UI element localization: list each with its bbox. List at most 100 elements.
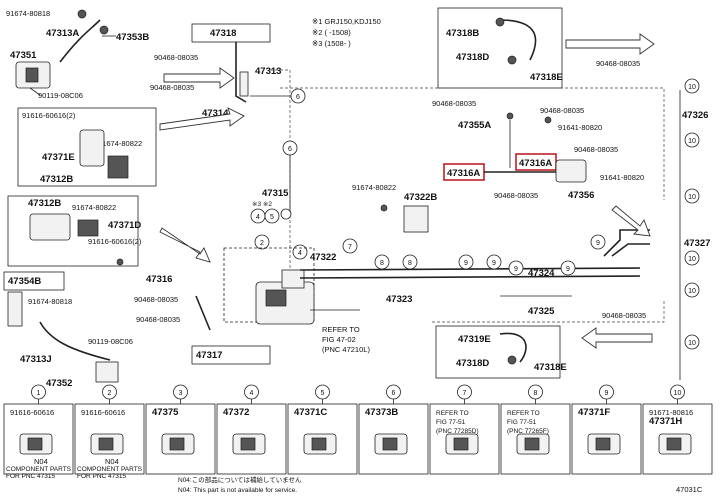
- svg-text:9: 9: [514, 266, 518, 273]
- svg-text:6: 6: [288, 146, 292, 153]
- label-91674-80818-b[interactable]: 91674-80818: [28, 297, 72, 306]
- label-47323[interactable]: 47323: [386, 294, 412, 305]
- legend-foot-2-1: COMPONENT PARTS: [77, 466, 143, 473]
- legend-text-8-0: REFER TO: [507, 410, 540, 417]
- legend-part-detail-2: [98, 437, 114, 451]
- label-91616-60616-b[interactable]: 91616-60616(2): [88, 237, 142, 246]
- label-47354B[interactable]: 47354B: [8, 276, 41, 287]
- label-47312B[interactable]: 47312B: [40, 174, 73, 185]
- label-47356[interactable]: 47356: [568, 190, 594, 201]
- svg-text:9: 9: [596, 240, 600, 247]
- svg-text:4: 4: [298, 250, 302, 257]
- label-90468-08035-j[interactable]: 90468-08035: [602, 311, 646, 320]
- group-47371E: 91616-60616(2) 91674-80822 47371E 47312B: [17, 107, 157, 187]
- label-91641-80820-a[interactable]: 91641-80820: [558, 123, 602, 132]
- label-47351[interactable]: 47351: [10, 50, 37, 61]
- label-90468-08035-f[interactable]: 90468-08035: [432, 99, 476, 108]
- label-47316A-right[interactable]: 47316A: [519, 158, 552, 169]
- label-91674-80818[interactable]: 91674-80818: [6, 9, 50, 18]
- footnote-en: N04: This part is not available for serv…: [178, 487, 297, 494]
- refer-line-3[interactable]: (PNC 47210L): [322, 345, 370, 354]
- svg-text:7: 7: [348, 244, 352, 251]
- label-47317[interactable]: 47317: [196, 350, 222, 361]
- group-47355A: 90468-08035 90468-08035 47355A 91641-808…: [432, 99, 651, 237]
- label-90468-08035-i[interactable]: 90468-08035: [494, 191, 538, 200]
- callout-number-1: 1: [37, 390, 41, 397]
- svg-text:※3 ※2: ※3 ※2: [252, 201, 272, 208]
- label-47322B[interactable]: 47322B: [404, 192, 437, 203]
- label-47353B[interactable]: 47353B: [116, 32, 149, 43]
- legend-part-detail-5: [311, 437, 327, 451]
- legend-text-7-0: REFER TO: [436, 410, 469, 417]
- svg-text:10: 10: [688, 84, 696, 91]
- label-47322[interactable]: 47322: [310, 252, 336, 263]
- label-47318E[interactable]: 47318E: [530, 72, 563, 83]
- legend-text-9-0: 47371F: [578, 407, 610, 418]
- label-90468-08035-e[interactable]: 90468-08035: [596, 59, 640, 68]
- label-91674-80822-c[interactable]: 91674-80822: [352, 183, 396, 192]
- legend-foot-2-2: FOR PNC 47315: [77, 473, 127, 480]
- label-47319E[interactable]: 47319E: [458, 334, 491, 345]
- label-91641-80820-b[interactable]: 91641-80820: [600, 173, 644, 182]
- refer-line-2[interactable]: FIG 47-02: [322, 335, 356, 344]
- label-47312B-b[interactable]: 47312B: [28, 198, 61, 209]
- label-90468-08035-g[interactable]: 90468-08035: [540, 106, 584, 115]
- callout-number-6: 6: [392, 390, 396, 397]
- legend-text-7-2: (PNC 77285D): [436, 428, 479, 435]
- label-47318D-b[interactable]: 47318D: [456, 358, 489, 369]
- label-47313A[interactable]: 47313A: [46, 28, 79, 39]
- label-47371D[interactable]: 47371D: [108, 220, 141, 231]
- label-47314[interactable]: 47314: [202, 108, 229, 119]
- label-47315[interactable]: 47315: [262, 188, 289, 199]
- label-90468-08035-a[interactable]: 90468-08035: [154, 53, 198, 62]
- legend-part-detail-9: [595, 437, 611, 451]
- svg-text:9: 9: [492, 260, 496, 267]
- label-90468-08035-d[interactable]: 90468-08035: [136, 315, 180, 324]
- callout-number-4: 4: [250, 390, 254, 397]
- label-47327[interactable]: 47327: [684, 238, 710, 249]
- label-90119-08C06[interactable]: 90119-08C06: [38, 91, 83, 100]
- label-91674-80822-b[interactable]: 91674-80822: [72, 203, 116, 212]
- svg-text:10: 10: [688, 288, 696, 295]
- label-90468-08035-b[interactable]: 90468-08035: [150, 83, 194, 92]
- label-47318D[interactable]: 47318D: [456, 52, 489, 63]
- label-91674-80822-a[interactable]: 91674-80822: [98, 139, 142, 148]
- legend-part-detail-4: [240, 437, 256, 451]
- label-47352[interactable]: 47352: [46, 378, 72, 389]
- label-47313J[interactable]: 47313J: [20, 354, 52, 365]
- label-47355A[interactable]: 47355A: [458, 120, 491, 131]
- label-90119-08C06-b[interactable]: 90119-08C06: [88, 337, 133, 346]
- label-47325[interactable]: 47325: [528, 306, 555, 317]
- label-47324[interactable]: 47324: [528, 268, 555, 279]
- label-47316[interactable]: 47316: [146, 274, 172, 285]
- label-90468-08035-c[interactable]: 90468-08035: [134, 295, 178, 304]
- label-47318E-b[interactable]: 47318E: [534, 362, 567, 373]
- legend-text-8-2: (PNC 77265F): [507, 428, 549, 435]
- label-47316A-left[interactable]: 47316A: [447, 168, 480, 179]
- svg-text:10: 10: [688, 340, 696, 347]
- label-91616-60616[interactable]: 91616-60616(2): [22, 111, 76, 120]
- note-1: ※1 GRJ150,KDJ150: [312, 17, 381, 26]
- label-47318[interactable]: 47318: [210, 28, 236, 39]
- legend-text-8-1: FIG 77-51: [507, 419, 537, 426]
- label-90468-08035-h[interactable]: 90468-08035: [574, 145, 618, 154]
- label-47371E[interactable]: 47371E: [42, 152, 75, 163]
- group-47371D: 47312B 91674-80822 47371D 91616-60616(2): [7, 195, 142, 267]
- label-47313[interactable]: 47313: [255, 66, 281, 77]
- label-47318B[interactable]: 47318B: [446, 28, 479, 39]
- pipe-run: 91674-80822 47322B 7 47322 47323 47324 4…: [299, 183, 650, 317]
- label-47326[interactable]: 47326: [682, 110, 708, 121]
- refer-line-1[interactable]: REFER TO: [322, 325, 360, 334]
